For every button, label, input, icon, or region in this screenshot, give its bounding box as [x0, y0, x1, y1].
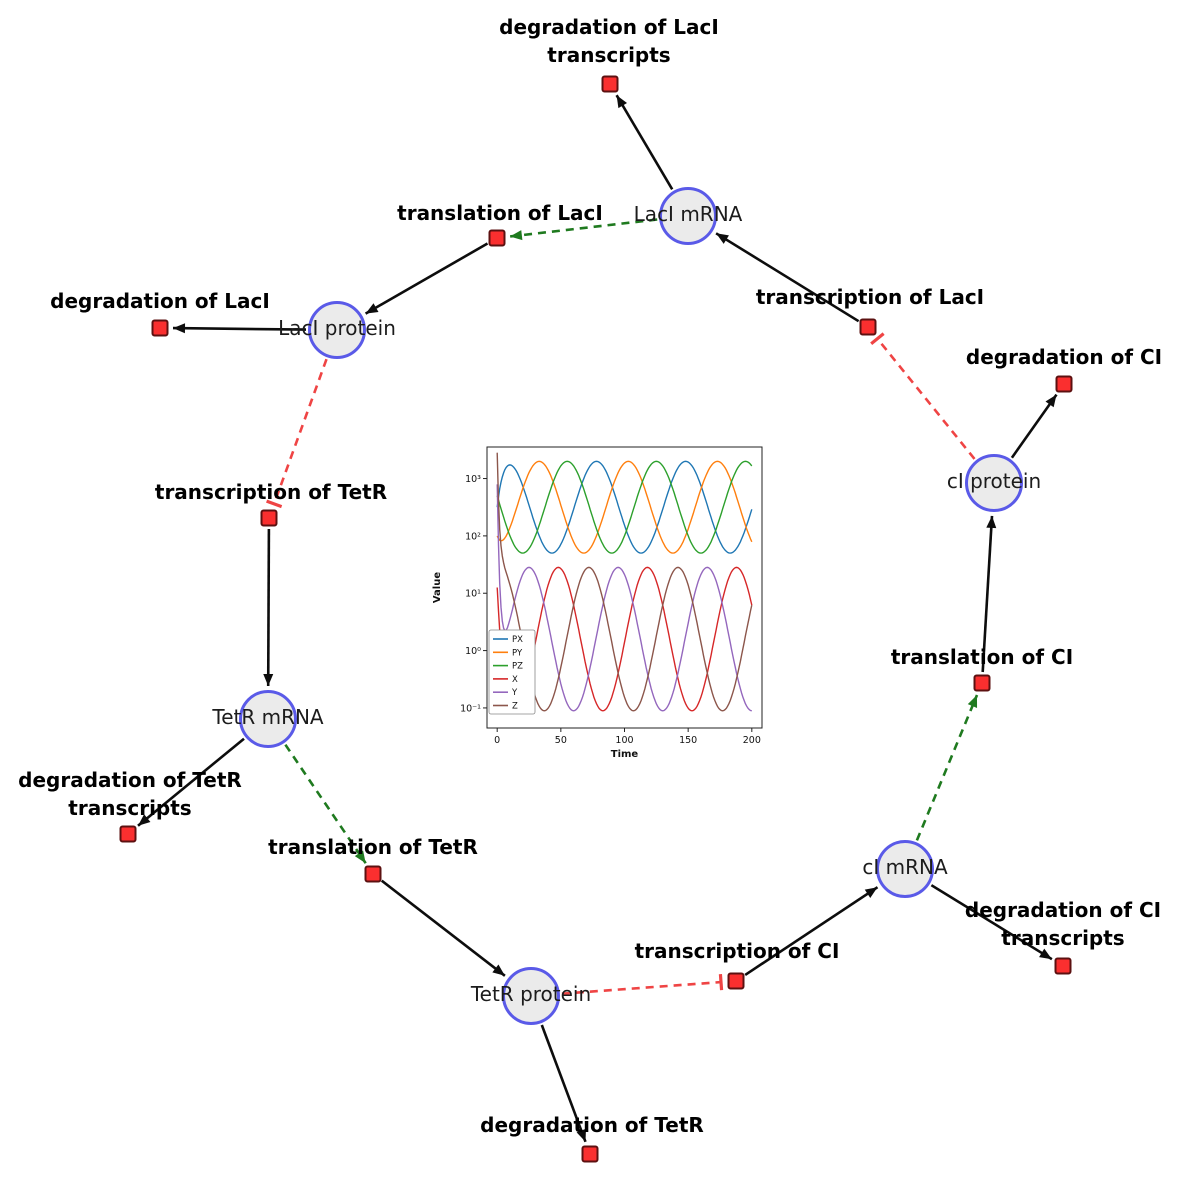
reaction-node-txn-laci[interactable]: [859, 318, 877, 336]
species-node-ci-protein[interactable]: [965, 454, 1023, 512]
reaction-label-deg-ci: degradation of CI: [966, 343, 1162, 371]
edge-txn-tetr-tetr-mrna: [263, 528, 274, 687]
chart-series-PY: [496, 460, 753, 554]
legend-entry-PZ: PZ: [512, 662, 523, 672]
reaction-label-deg-tetr-tx: degradation of TetR transcripts: [18, 766, 242, 822]
species-label-laci-mrna: LacI mRNA: [633, 202, 743, 226]
reaction-node-transl-ci[interactable]: [973, 674, 991, 692]
species-label-tetr-mrna: TetR mRNA: [212, 705, 324, 729]
edge-tetr-mrna-deg-tetr-tx: [137, 737, 245, 827]
chart-y-tick-label: 10¹: [465, 589, 481, 600]
chart-y-tick-label: 10³: [465, 474, 481, 485]
reaction-label-line: translation of TetR: [268, 835, 478, 859]
edge-txn-ci-ci-mrna: [744, 886, 879, 976]
edge-tetr-protein-txn-ci: [561, 974, 724, 995]
edge-laci-protein-txn-tetr: [266, 358, 328, 509]
reaction-label-txn-ci: transcription of CI: [635, 937, 840, 965]
edge-txn-laci-laci-mrna: [715, 232, 860, 323]
chart-series-Z: [496, 452, 753, 712]
reaction-label-line: transcripts: [547, 43, 671, 67]
chart-x-tick-label: 100: [615, 735, 633, 746]
legend-entry-X: X: [512, 675, 518, 685]
legend-entry-PX: PX: [512, 635, 523, 645]
edge-ci-protein-deg-ci: [1010, 393, 1058, 459]
reaction-node-txn-ci[interactable]: [727, 972, 745, 990]
reaction-node-deg-tetr[interactable]: [581, 1145, 599, 1163]
reaction-label-deg-tetr: degradation of TetR: [480, 1111, 704, 1139]
edge-transl-laci-laci-protein: [364, 242, 489, 315]
reaction-label-transl-ci: translation of CI: [891, 643, 1073, 671]
species-node-laci-mrna[interactable]: [659, 187, 717, 245]
reaction-label-line: translation of CI: [890, 645, 1074, 669]
reaction-label-line: translation of LacI: [397, 201, 603, 225]
edge-ci-protein-txn-laci: [870, 332, 976, 460]
species-label-tetr-protein: TetR protein: [470, 982, 592, 1006]
species-label-ci-protein: cI protein: [946, 469, 1042, 493]
reaction-label-transl-laci: translation of LacI: [397, 199, 603, 227]
reaction-label-deg-laci: degradation of LacI: [50, 287, 270, 315]
reaction-label-line: transcripts: [1001, 926, 1125, 950]
edge-laci-protein-deg-laci: [172, 323, 307, 334]
chart-y-axis-label: Value: [432, 572, 443, 603]
edge-ci-mrna-transl-ci: [915, 694, 979, 841]
reaction-node-deg-laci-tx[interactable]: [601, 75, 619, 93]
species-label-laci-protein: LacI protein: [278, 316, 396, 340]
reaction-node-txn-tetr[interactable]: [260, 509, 278, 527]
chart-x-tick-label: 150: [679, 735, 697, 746]
reaction-label-deg-ci-tx: degradation of CI transcripts: [965, 896, 1161, 952]
species-label-ci-mrna: cI mRNA: [862, 855, 948, 879]
chart-series-X: [496, 566, 753, 712]
reaction-label-txn-tetr: transcription of TetR: [155, 478, 387, 506]
reaction-node-transl-tetr[interactable]: [364, 865, 382, 883]
reaction-node-transl-laci[interactable]: [488, 229, 506, 247]
reaction-label-line: degradation of TetR: [480, 1113, 704, 1137]
reaction-label-txn-laci: transcription of LacI: [756, 283, 984, 311]
edge-laci-mrna-transl-laci: [509, 218, 658, 241]
reaction-label-line: transcripts: [68, 796, 192, 820]
reaction-node-deg-ci[interactable]: [1055, 375, 1073, 393]
reaction-node-deg-tetr-tx[interactable]: [119, 825, 137, 843]
species-node-tetr-protein[interactable]: [502, 967, 560, 1025]
chart-x-tick-label: 0: [494, 735, 500, 746]
edge-tetr-mrna-transl-tetr: [284, 743, 367, 864]
species-node-ci-mrna[interactable]: [876, 840, 934, 898]
legend-entry-PY: PY: [512, 648, 523, 658]
chart-y-tick-label: 10⁻¹: [460, 703, 481, 714]
edge-transl-tetr-tetr-protein: [380, 879, 506, 977]
reaction-label-line: transcription of LacI: [755, 285, 985, 309]
reaction-label-line: degradation of LacI: [50, 289, 270, 313]
edge-ci-mrna-deg-ci-tx: [930, 884, 1053, 961]
chart-series-Y: [496, 484, 752, 712]
reaction-node-deg-laci[interactable]: [151, 319, 169, 337]
edge-laci-mrna-deg-laci-tx: [615, 94, 674, 190]
reaction-node-deg-ci-tx[interactable]: [1054, 957, 1072, 975]
chart-x-tick-label: 200: [743, 735, 761, 746]
legend-entry-Z: Z: [512, 702, 518, 712]
chart-x-axis-label: Time: [611, 749, 639, 760]
chart-x-tick-label: 50: [555, 735, 567, 746]
reaction-label-deg-laci-tx: degradation of LacI transcripts: [499, 13, 719, 69]
reaction-label-line: transcription of TetR: [154, 480, 388, 504]
reaction-label-transl-tetr: translation of TetR: [268, 833, 478, 861]
legend-entry-Y: Y: [511, 688, 518, 698]
species-node-laci-protein[interactable]: [308, 301, 366, 359]
reaction-label-line: degradation of TetR: [18, 768, 242, 792]
reaction-label-line: degradation of LacI: [499, 15, 719, 39]
chart-y-tick-label: 10²: [465, 531, 481, 542]
species-node-tetr-mrna[interactable]: [239, 690, 297, 748]
reaction-label-line: transcription of CI: [634, 939, 840, 963]
chart-y-tick-label: 10⁰: [465, 646, 481, 657]
edge-tetr-protein-deg-tetr: [540, 1024, 587, 1143]
chart-series-PX: [496, 460, 753, 554]
chart-series-PZ: [496, 460, 753, 554]
edge-transl-ci-ci-protein: [981, 515, 997, 673]
reaction-label-line: degradation of CI: [965, 345, 1163, 369]
reaction-label-line: degradation of CI: [964, 898, 1162, 922]
